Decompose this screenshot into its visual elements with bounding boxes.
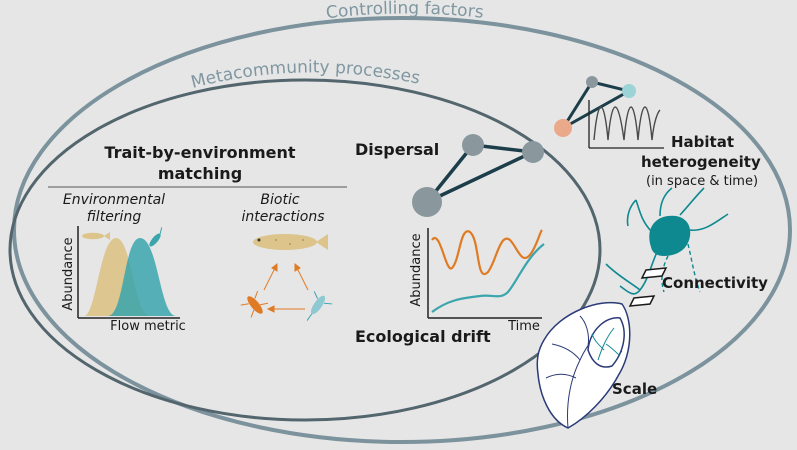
env-filtering-plot: Abundance Flow metric [61, 226, 186, 334]
sub-watershed-streams [591, 327, 621, 361]
scale-label: Scale [612, 380, 657, 398]
biotic-line1: Biotic [260, 192, 299, 208]
ecological-drift-panel: Abundance Time Ecological drift [355, 228, 545, 346]
culvert-icon [640, 267, 668, 279]
connectivity-panel: Connectivity [605, 187, 768, 307]
trout-icon [253, 234, 328, 250]
habitat-label-line1: Habitat [671, 133, 734, 151]
stonefly-icon [240, 290, 269, 318]
interaction-arrows [263, 262, 309, 313]
habitat-panel: Habitat heterogeneity (in space & time) [554, 76, 761, 189]
mayfly-icon [306, 291, 333, 321]
grey-patch-node [586, 76, 598, 88]
trait-matching-panel: Trait-by-environment matching Environmen… [48, 143, 347, 334]
connectivity-label: Connectivity [662, 274, 768, 292]
culvert-icons [628, 267, 668, 307]
habitat-note: (in space & time) [646, 174, 758, 189]
trait-title-line1: Trait-by-environment [104, 143, 295, 162]
biotic-line2: interactions [241, 209, 324, 225]
env-filtering-line1: Environmental [63, 192, 165, 208]
habitat-oscillation-line [593, 106, 661, 141]
drift-x-axis-label: Time [507, 319, 540, 334]
drift-y-axis-label: Abundance [409, 233, 424, 306]
controlling-factors-ellipse [12, 16, 792, 444]
small-patch-node [522, 141, 544, 163]
habitat-network [561, 80, 634, 130]
dispersal-panel: Dispersal [355, 134, 544, 217]
medium-patch-node [462, 134, 484, 156]
habitat-label-line2: heterogeneity [641, 153, 761, 171]
stream-network [605, 187, 729, 295]
orange-population-line [431, 229, 543, 276]
salmon-patch-node [554, 119, 572, 137]
teal-distribution [108, 238, 176, 316]
dispersal-network [425, 143, 540, 204]
biotic-interactions-graphic [240, 234, 333, 321]
dispersal-label: Dispersal [355, 140, 439, 159]
trait-title-line2: matching [158, 164, 242, 183]
fish-icon [82, 232, 110, 240]
culvert-icon [628, 295, 656, 307]
env-x-axis-label: Flow metric [110, 319, 186, 334]
large-patch-node [412, 187, 442, 217]
teal-population-line [431, 243, 545, 313]
env-filtering-line2: filtering [87, 209, 142, 225]
env-y-axis-label: Abundance [61, 237, 76, 310]
lake-shape [649, 215, 691, 256]
scale-panel: Scale [536, 302, 657, 429]
metacommunity-ellipse [8, 78, 602, 422]
dashed-streams [661, 243, 701, 293]
sub-watershed-outline [587, 317, 625, 368]
larva-icon [149, 227, 163, 247]
drift-label: Ecological drift [355, 327, 491, 346]
light-teal-patch-node [622, 84, 636, 98]
outer-title: Controlling factors [325, 0, 485, 23]
